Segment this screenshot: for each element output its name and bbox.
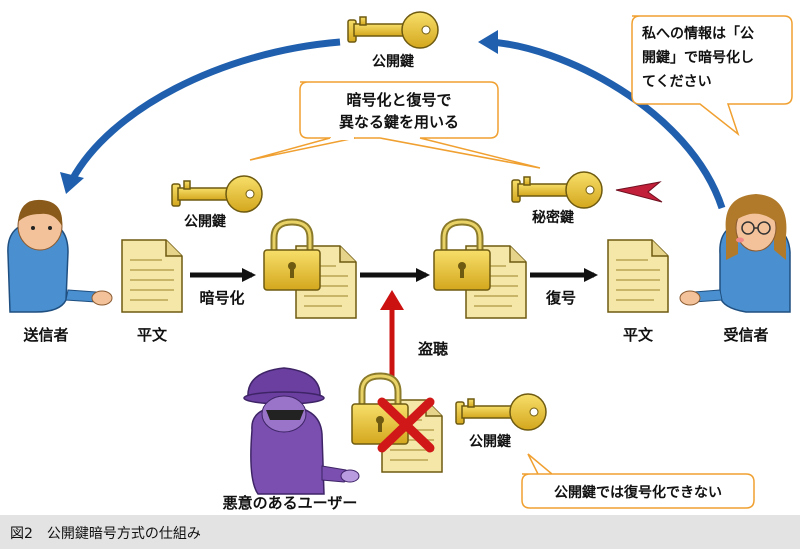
attacker-public-key-icon bbox=[455, 393, 547, 431]
decrypt-label: 復号 bbox=[545, 289, 576, 307]
receiver-label: 受信者 bbox=[723, 326, 768, 344]
top-bubble-line1: 暗号化と復号で bbox=[346, 91, 451, 109]
attacker-note-text: 公開鍵では復号化できない bbox=[554, 484, 722, 501]
intercepted-doc bbox=[352, 376, 443, 473]
attacker-person-icon bbox=[243, 367, 360, 495]
encrypted-right-padlock-icon bbox=[434, 222, 490, 290]
receiver-person-icon bbox=[679, 194, 791, 313]
top-bubble-line2: 異なる鍵を用いる bbox=[339, 113, 459, 131]
sender-person-icon bbox=[7, 199, 113, 313]
diagram-canvas: 公開鍵 暗号化と復号で 異なる鍵を用いる 私への情報は「公 開鍵」で暗号化し て… bbox=[7, 11, 793, 512]
arc-arrowhead-left bbox=[60, 172, 84, 194]
top-public-key-icon bbox=[347, 11, 439, 49]
encrypted-doc-left bbox=[264, 222, 357, 319]
top-public-key-label: 公開鍵 bbox=[372, 53, 414, 70]
receiver-bubble-line1: 私への情報は「公 bbox=[642, 25, 754, 42]
encrypt-label: 暗号化 bbox=[199, 289, 244, 307]
receiver-bubble-line2: 開鍵」で暗号化し bbox=[642, 49, 754, 66]
attacker-label: 悪意のあるユーザー bbox=[223, 494, 358, 512]
attacker-public-key-label: 公開鍵 bbox=[469, 433, 511, 450]
plaintext-right-label: 平文 bbox=[623, 326, 654, 344]
attacker-note-bubble: 公開鍵では復号化できない bbox=[521, 453, 755, 509]
eavesdrop-label: 盗聴 bbox=[418, 340, 448, 358]
arc-arrow-right bbox=[487, 38, 726, 210]
arc-arrow-left bbox=[68, 38, 341, 182]
encrypt-public-key-icon bbox=[171, 175, 263, 213]
sender-label: 送信者 bbox=[22, 326, 68, 344]
arc-arrowhead-right bbox=[478, 30, 498, 54]
plaintext-right-document-icon bbox=[607, 239, 669, 313]
cross-icon bbox=[377, 397, 435, 453]
secret-key-label: 秘密鍵 bbox=[532, 209, 574, 226]
caption-bar: 図2 公開鍵暗号方式の仕組み bbox=[0, 515, 800, 549]
encrypted-left-padlock-icon bbox=[264, 222, 320, 290]
top-bubble: 暗号化と復号で 異なる鍵を用いる bbox=[249, 81, 541, 169]
receiver-bubble: 私への情報は「公 開鍵」で暗号化し てください bbox=[631, 15, 793, 137]
secret-key-icon bbox=[511, 171, 663, 209]
figure-caption: 図2 公開鍵暗号方式の仕組み bbox=[10, 526, 201, 542]
encrypted-doc-right bbox=[434, 222, 527, 319]
receiver-bubble-line3: てください bbox=[642, 74, 712, 90]
plaintext-left-document-icon bbox=[121, 239, 183, 313]
eavesdrop-arrowhead bbox=[380, 290, 404, 310]
plaintext-left-label: 平文 bbox=[137, 326, 168, 344]
encrypt-public-key-label: 公開鍵 bbox=[184, 213, 226, 230]
